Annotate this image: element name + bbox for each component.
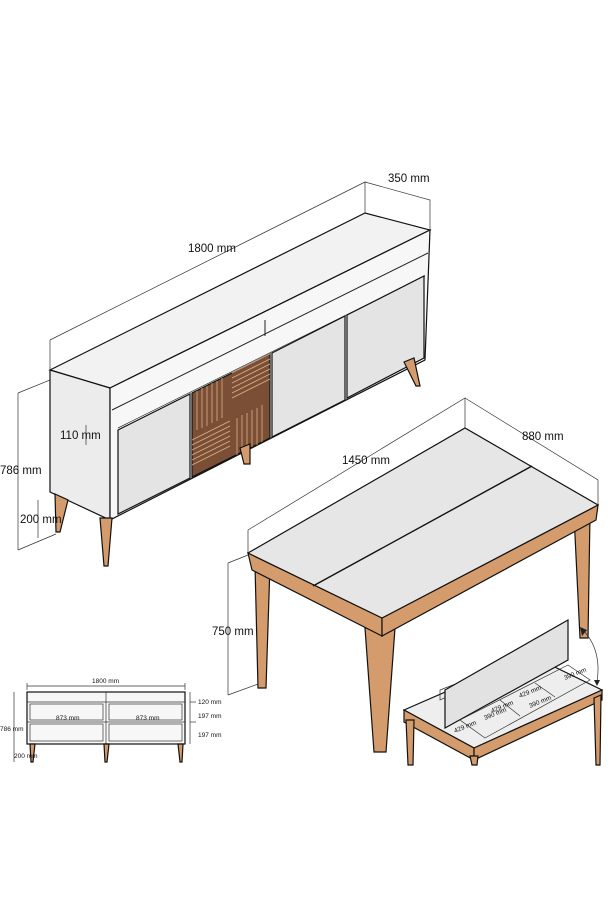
front-section-right-label: 873 mm (136, 715, 159, 722)
front-section-left-label: 873 mm (56, 715, 79, 722)
sideboard-shelf-label: 110 mm (60, 430, 101, 442)
sideboard-leg-front-right (403, 357, 421, 387)
table-width-label: 880 mm (522, 431, 564, 443)
front-height-label: 786 mm (0, 726, 23, 733)
sideboard-leg-label: 200 mm (20, 514, 62, 526)
sideboard-depth-label: 350 mm (388, 173, 430, 185)
sideboard-door-3 (271, 315, 346, 438)
table-height-label: 750 mm (212, 626, 254, 638)
table-leg-front-right (573, 514, 591, 639)
front-row-label-3: 197 mm (198, 732, 221, 739)
sideboard-height-label: 786 mm (0, 465, 42, 477)
lift-arrow (582, 629, 599, 683)
sideboard-leg-front-left (99, 517, 113, 567)
front-width-label: 1800 mm (92, 678, 119, 685)
sideboard-leg-middle (239, 443, 251, 465)
detail-leg-left (405, 719, 415, 766)
sideboard-leg-back-left (54, 493, 69, 533)
sideboard-drawing: 1800 mm 350 mm 786 mm 110 mm 200 mm (0, 173, 432, 567)
table-top-split (312, 465, 533, 587)
depth-dim-line (364, 181, 431, 230)
slat-pattern (191, 353, 271, 466)
detail-lifted-top (444, 618, 569, 730)
sideboard-shelf-edge (111, 252, 429, 411)
detail-compartments (459, 664, 591, 739)
detail-leg-mid (469, 755, 479, 766)
sideboard-door-1 (117, 393, 191, 515)
sideboard-door-4 (346, 275, 425, 399)
dining-table-drawing: 1450 mm 880 mm 750 mm (212, 397, 600, 753)
front-row-label-2: 197 mm (198, 713, 221, 720)
sideboard-front-view: 1800 mm 786 mm 200 mm 873 mm 873 mm 120 … (0, 678, 221, 763)
table-leg-back-left (254, 564, 271, 689)
sideboard-width-label: 1800 mm (188, 243, 236, 255)
table-leg-front-left (364, 627, 396, 753)
front-row-label-1: 120 mm (198, 699, 221, 706)
table-length-label: 1450 mm (342, 455, 390, 467)
detail-leg-right (593, 694, 602, 766)
table-width-dim (464, 397, 599, 505)
front-leg-label: 200 mm (14, 753, 37, 760)
table-storage-detail: 429 mm 429 mm 429 mm 390 mm 390 mm 390 m… (402, 618, 604, 766)
